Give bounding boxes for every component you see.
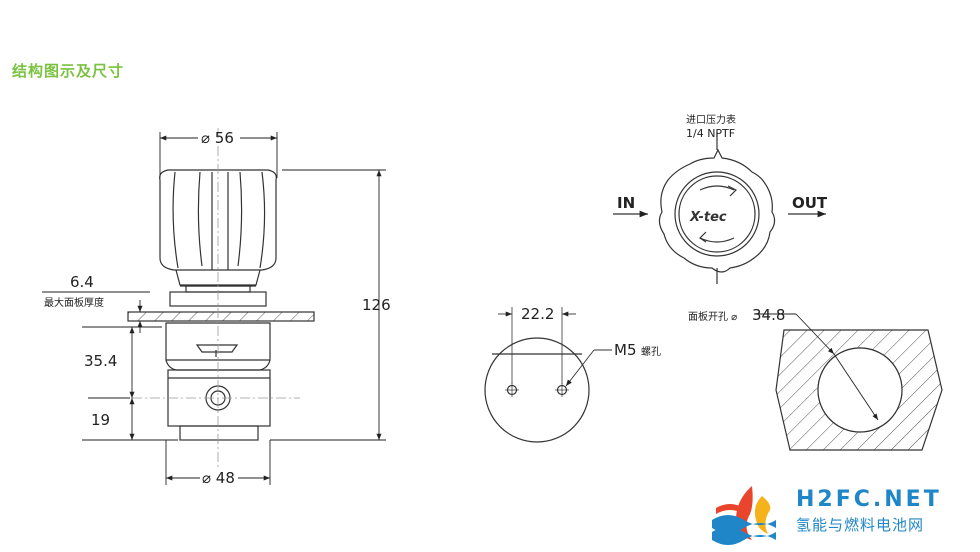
panel-note: 最大面板厚度 [44,296,104,309]
top-view [613,132,826,284]
mount-view [484,307,612,443]
brand-logo: H2FC.NET 氢能与燃料电池网 [712,486,942,545]
knob-outline [658,148,776,273]
inlet-label: IN [617,194,635,212]
cutout-label-prefix: 面板开孔 ⌀ [688,310,737,323]
front-view-dimensions [42,132,386,485]
dim-total-height: 126 [362,296,391,314]
dim-port-height: 19 [91,411,110,429]
outlet-label: OUT [792,194,828,212]
screw-label: M5 [614,341,637,359]
knob [159,169,277,271]
panel-cutout-view [754,313,943,451]
dim-knob-diameter: ⌀ 56 [201,129,234,147]
brand-subtitle: 氢能与燃料电池网 [796,516,924,534]
screw-label-suffix: 螺孔 [641,346,661,358]
dim-body-diameter: ⌀ 48 [202,469,235,487]
brand-name: H2FC.NET [796,487,942,512]
knob-logo: X-tec [689,210,727,225]
gauge-label-2: 1/4 NPTF [686,127,735,140]
panel-plate [127,311,315,322]
dim-panel-thickness: 6.4 [70,273,94,291]
flame-wave-icon [712,486,776,545]
dim-mid-height: 35.4 [84,352,117,370]
mount-circle [484,337,590,443]
front-view [127,128,315,470]
gauge-label-1: 进口压力表 [686,113,736,126]
section-title: 结构图示及尺寸 [12,62,125,80]
dim-hole-spacing: 22.2 [521,305,554,323]
dim-cutout: 34.8 [752,306,785,324]
